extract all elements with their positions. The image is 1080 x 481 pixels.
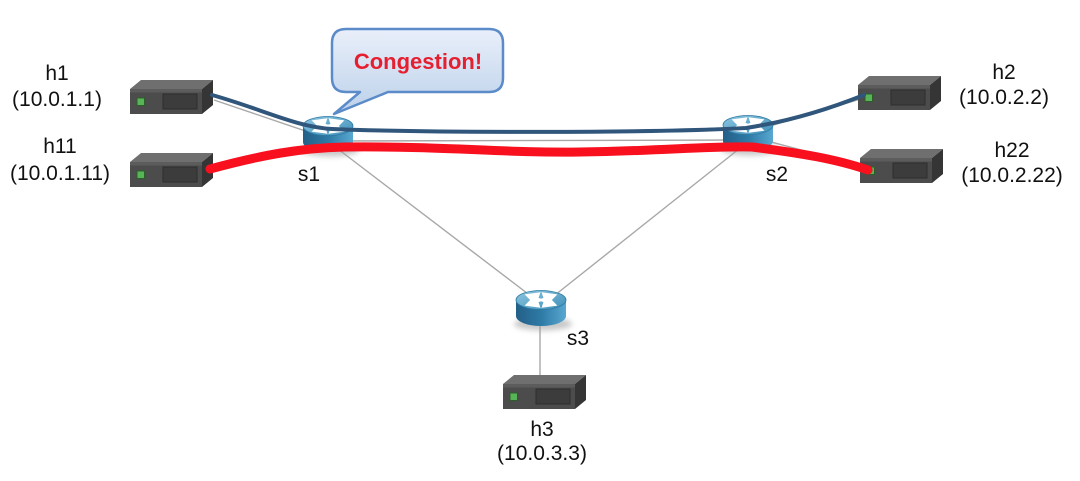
congested-flow-path — [205, 142, 873, 175]
host-h11-label: h11 — [43, 135, 76, 158]
host-h11-icon — [129, 152, 214, 188]
switch-s3-icon — [514, 291, 572, 331]
host-h1-icon — [129, 79, 214, 115]
congestion-callout-bubble — [330, 27, 505, 116]
congestion-callout-label: Congestion! — [354, 49, 482, 74]
host-h1-ip: (10.0.1.1) — [12, 88, 102, 111]
host-h3-label: h3 — [530, 418, 553, 441]
host-h22-icon — [859, 148, 944, 184]
host-h22-label: h22 — [994, 139, 1029, 162]
switch-s2-label: s2 — [766, 163, 788, 186]
host-h3-icon — [502, 374, 587, 410]
switch-s1-label: s1 — [298, 163, 320, 186]
link-s2-s3 — [544, 144, 745, 304]
congestion-callout: Congestion! — [330, 27, 505, 116]
host-h22-ip: (10.0.2.22) — [961, 164, 1063, 187]
switch-s3-label: s3 — [567, 327, 589, 350]
host-h2-icon — [857, 75, 942, 111]
normal-flow-path — [210, 93, 866, 134]
link-s1-s2 — [329, 139, 749, 142]
link-s1-s3 — [333, 145, 541, 304]
host-h1-label: h1 — [45, 62, 68, 85]
host-h2-label: h2 — [992, 61, 1015, 84]
host-h3-ip: (10.0.3.3) — [497, 442, 587, 465]
host-h2-ip: (10.0.2.2) — [959, 86, 1049, 109]
host-h11-ip: (10.0.1.11) — [10, 162, 110, 185]
